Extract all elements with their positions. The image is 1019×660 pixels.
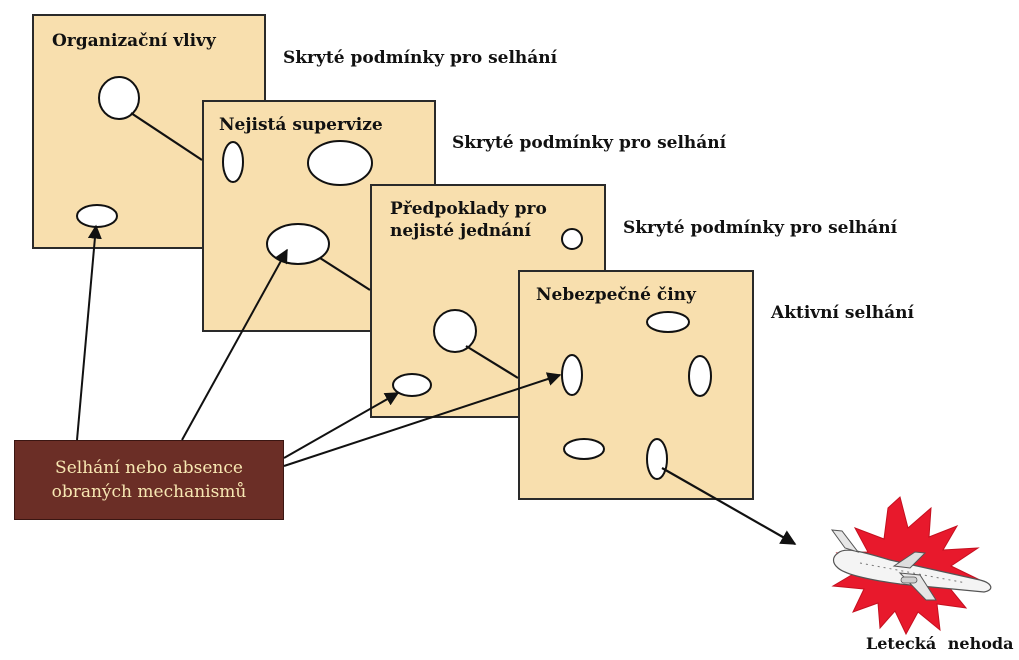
hole xyxy=(393,374,431,396)
hole xyxy=(308,141,372,185)
accident-arrow xyxy=(662,468,795,544)
hole xyxy=(267,224,329,264)
trajectory-line xyxy=(320,258,370,290)
hole xyxy=(99,77,139,119)
hole xyxy=(223,142,243,182)
hole xyxy=(77,205,117,227)
defense-arrow xyxy=(77,226,96,440)
hole xyxy=(647,439,667,479)
hole xyxy=(689,356,711,396)
hole xyxy=(564,439,604,459)
hole xyxy=(562,229,582,249)
hole xyxy=(434,310,476,352)
trajectory-line xyxy=(466,346,518,378)
defense-arrow xyxy=(182,250,287,440)
hole xyxy=(562,355,582,395)
hole xyxy=(647,312,689,332)
trajectory-line xyxy=(131,113,202,160)
accident-label: Letecká nehoda xyxy=(866,634,1013,653)
